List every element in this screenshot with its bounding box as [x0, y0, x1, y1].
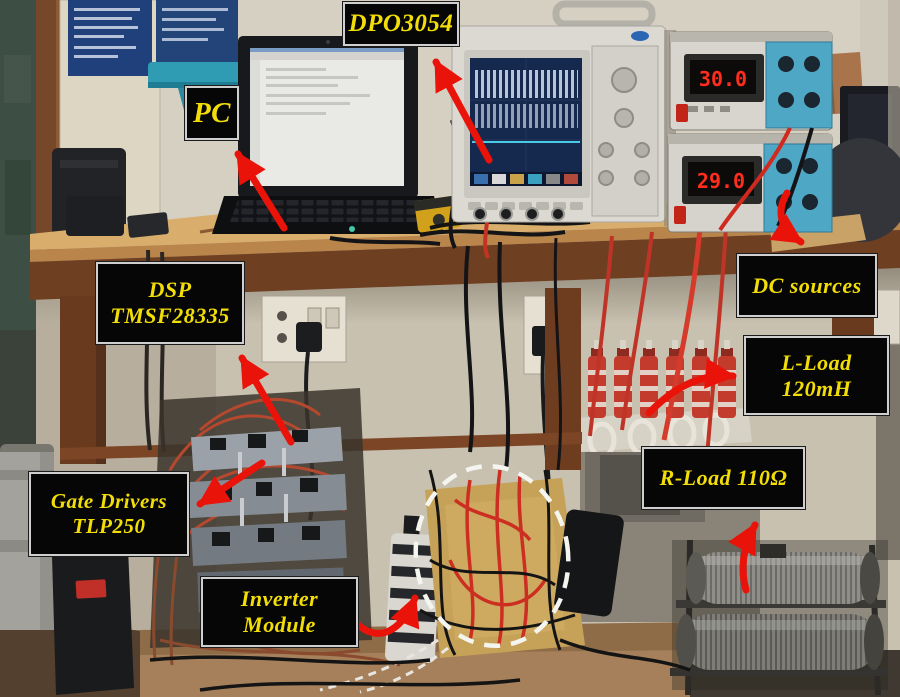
poster-text-lines	[74, 8, 140, 58]
scope-bnc-inputs	[473, 207, 565, 221]
power-brick	[554, 509, 624, 617]
power-switch-bottom	[674, 206, 686, 224]
arrow-gate-drivers	[196, 459, 266, 508]
label-dpo3054: DPO3054	[343, 2, 459, 46]
floor-wires-center	[149, 638, 691, 692]
rheostat-bottom	[682, 614, 878, 670]
label-dc-sources: DC sources	[737, 254, 877, 317]
arrow-r-load	[728, 521, 759, 594]
label-gate-drivers-line2: TLP250	[72, 514, 146, 538]
dc-display-top: 30.0	[699, 67, 747, 91]
arrow-dpo3054	[432, 58, 493, 164]
hanging-cables	[144, 225, 728, 471]
arrow-inverter	[353, 594, 420, 637]
oscilloscope	[451, 0, 667, 223]
dc-supply-bottom: 29.0	[667, 133, 833, 233]
twisted-white-wire	[319, 638, 449, 694]
poster2-text-lines	[162, 8, 228, 41]
arrow-l-load	[645, 358, 737, 417]
dc-power-supplies: 30.0 29.0	[664, 30, 900, 252]
dashed-highlight-ellipse	[413, 464, 571, 648]
label-pc: PC	[185, 86, 239, 140]
label-l-load: L-Load 120mH	[744, 336, 889, 415]
black-box	[52, 548, 134, 695]
dark-bag	[814, 138, 900, 242]
laptop	[212, 36, 444, 234]
label-dsp-line2: TMSF28335	[110, 303, 230, 328]
label-inverter-line2: Module	[243, 612, 316, 637]
arrow-dsp	[238, 354, 295, 446]
rheostat-load	[670, 539, 888, 696]
label-gate-drivers: Gate Drivers TLP250	[29, 472, 189, 556]
tektronix-logo	[631, 31, 649, 41]
annotation-arrows	[196, 58, 805, 637]
label-gate-drivers-line1: Gate Drivers	[50, 489, 168, 514]
label-dsp: DSP TMSF28335	[96, 262, 244, 344]
label-l-load-line1: L-Load	[781, 349, 852, 375]
label-r-load: R-Load 110Ω	[642, 447, 805, 509]
teal-shelf	[148, 62, 258, 86]
label-dsp-line1: DSP	[148, 277, 192, 303]
label-dpo3054-text: DPO3054	[348, 10, 454, 38]
dc-supply-top: 30.0	[669, 31, 833, 131]
scope-handle	[552, 0, 656, 28]
label-dc-sources-text: DC sources	[752, 272, 862, 298]
dc-display-bottom: 29.0	[697, 169, 745, 193]
scope-waveform	[470, 58, 582, 186]
label-pc-text: PC	[192, 96, 232, 129]
power-switch-top	[676, 104, 688, 122]
label-inverter: Inverter Module	[201, 577, 358, 647]
scope-knobs	[598, 67, 650, 186]
breadboard-area	[319, 464, 624, 694]
scope-menu-buttons	[468, 202, 583, 210]
plug-left	[296, 322, 322, 352]
arrow-pc	[234, 150, 288, 232]
label-r-load-text: R-Load 110Ω	[659, 465, 788, 491]
arrow-dc-sources	[769, 189, 805, 246]
label-inverter-line1: Inverter	[240, 586, 319, 612]
label-l-load-line2: 120mH	[781, 375, 852, 401]
